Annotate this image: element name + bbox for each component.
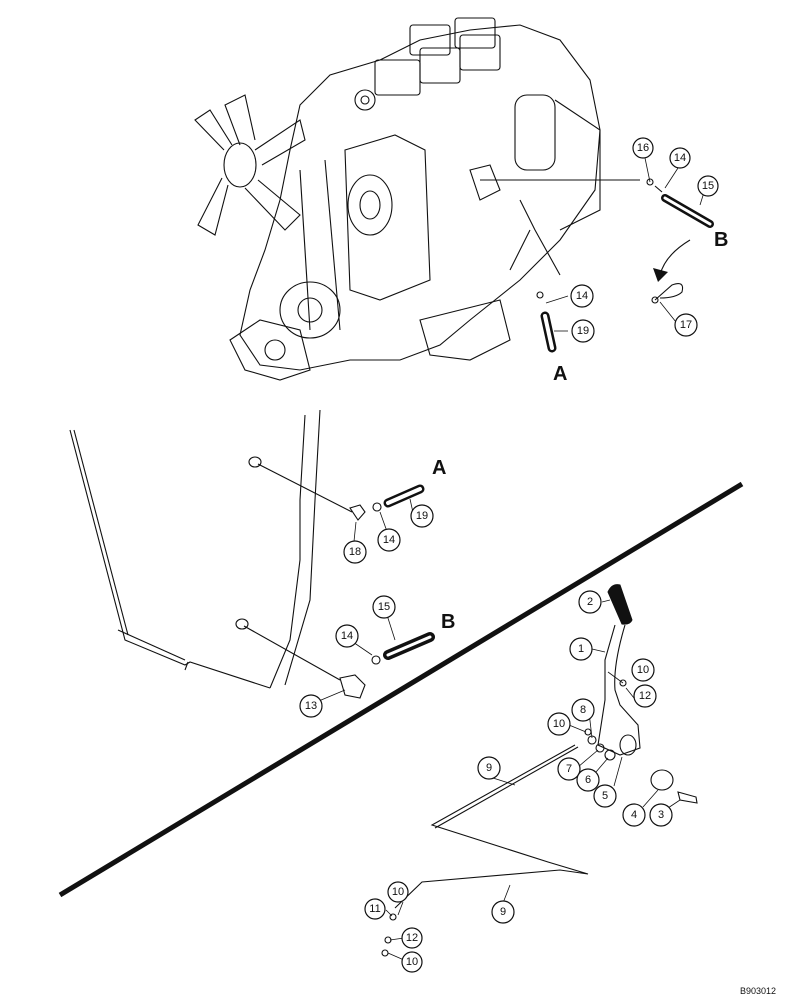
throttle-lever-assembly — [381, 584, 698, 957]
svg-text:12: 12 — [639, 690, 651, 702]
svg-text:19: 19 — [416, 510, 428, 522]
callout-14: 14 — [377, 528, 401, 552]
callout-15: 15 — [372, 595, 396, 619]
leader-lines — [313, 157, 707, 961]
callout-9: 9 — [491, 900, 515, 924]
callout-14: 14 — [570, 284, 594, 308]
callout-10: 10 — [387, 881, 409, 903]
callouts: 16 14 15 14 19 17 19 14 18 15 14 13 2 1 … — [299, 137, 719, 973]
callout-4: 4 — [622, 803, 646, 827]
svg-text:8: 8 — [580, 704, 586, 716]
callout-19: 19 — [571, 319, 595, 343]
callout-14: 14 — [335, 624, 359, 648]
callout-12: 12 — [401, 927, 423, 949]
callout-7: 7 — [557, 757, 581, 781]
svg-text:1: 1 — [578, 643, 584, 655]
svg-text:15: 15 — [702, 180, 714, 192]
callout-1: 1 — [569, 637, 593, 661]
svg-text:14: 14 — [341, 630, 353, 642]
svg-text:16: 16 — [637, 142, 649, 154]
svg-text:4: 4 — [631, 809, 637, 821]
svg-text:9: 9 — [486, 762, 492, 774]
hose-19-upper — [540, 311, 557, 353]
part-17-clip — [651, 239, 691, 304]
callout-18: 18 — [343, 540, 367, 564]
engine-illustration — [194, 17, 654, 381]
callout-10: 10 — [401, 951, 423, 973]
svg-text:13: 13 — [305, 700, 317, 712]
svg-text:9: 9 — [500, 906, 506, 918]
callout-2: 2 — [578, 590, 602, 614]
connection-letter-a: A — [432, 457, 446, 479]
callout-13: 13 — [299, 694, 323, 718]
fan — [194, 94, 306, 236]
callout-5: 5 — [593, 784, 617, 808]
callout-16: 16 — [632, 137, 654, 159]
connection-letter-b: B — [441, 611, 455, 633]
callout-6: 6 — [576, 768, 600, 792]
svg-text:14: 14 — [576, 290, 588, 302]
svg-text:12: 12 — [406, 932, 418, 944]
svg-text:14: 14 — [674, 152, 686, 164]
svg-text:7: 7 — [566, 763, 572, 775]
svg-text:11: 11 — [369, 903, 380, 915]
connection-letter-a: A — [553, 363, 567, 385]
svg-text:10: 10 — [392, 886, 404, 898]
divider-line — [58, 481, 744, 898]
dash-panel — [69, 409, 353, 689]
drawing-reference: B903012 — [740, 986, 776, 996]
callout-15: 15 — [697, 175, 719, 197]
fitting-13 — [339, 632, 435, 699]
svg-text:10: 10 — [637, 664, 649, 676]
callout-11: 11 — [364, 898, 386, 920]
callout-12: 12 — [633, 684, 657, 708]
svg-text:5: 5 — [602, 790, 608, 802]
callout-19: 19 — [410, 504, 434, 528]
callout-10: 10 — [547, 712, 571, 736]
svg-text:19: 19 — [577, 325, 589, 337]
fitting-18 — [349, 484, 425, 521]
callout-8: 8 — [571, 698, 595, 722]
svg-text:2: 2 — [587, 596, 593, 608]
callout-3: 3 — [649, 803, 673, 827]
svg-text:15: 15 — [378, 601, 390, 613]
callout-10: 10 — [631, 658, 655, 682]
callout-17: 17 — [674, 313, 698, 337]
svg-text:3: 3 — [658, 809, 664, 821]
callout-14: 14 — [669, 147, 691, 169]
svg-text:14: 14 — [383, 534, 395, 546]
svg-text:17: 17 — [680, 319, 692, 331]
svg-text:10: 10 — [406, 956, 418, 968]
hose-15-upper — [654, 185, 714, 228]
callout-9: 9 — [477, 756, 501, 780]
connection-letter-b: B — [714, 229, 728, 251]
svg-text:10: 10 — [553, 718, 565, 730]
svg-text:6: 6 — [585, 774, 591, 786]
svg-text:18: 18 — [349, 546, 361, 558]
